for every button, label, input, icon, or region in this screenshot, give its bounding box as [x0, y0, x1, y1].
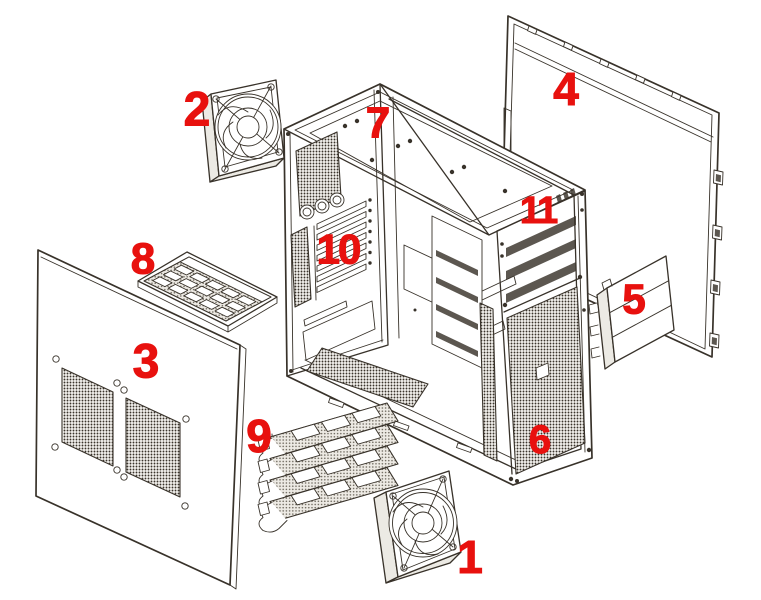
part-label-6: 6 [529, 418, 551, 462]
psu-floor-vent-mesh [306, 347, 429, 408]
fan-guard-ring [392, 492, 454, 554]
part-label-2: 2 [184, 84, 211, 137]
rear-bottom-vent-mesh [290, 226, 312, 308]
side-vent-mesh [61, 367, 114, 467]
part-label-9: 9 [246, 410, 272, 462]
psu-opening [302, 300, 376, 361]
hdd-tray-stack [257, 402, 399, 533]
drive-bay-covers [588, 255, 675, 370]
left-side-panel [35, 249, 247, 590]
fan-guard-ring [217, 96, 279, 158]
watercooling-grommets [299, 192, 345, 220]
front-panel [286, 90, 592, 483]
internal-drive-cage [431, 215, 483, 369]
part-label-10: 10 [317, 226, 360, 273]
part-label-1: 1 [457, 531, 483, 583]
top-rear-fan [201, 79, 285, 183]
case-interior [306, 215, 517, 462]
expansion-slots [313, 198, 372, 301]
part-label-8: 8 [131, 235, 155, 284]
front-column-mesh [479, 302, 498, 462]
bottom-front-fan [373, 470, 462, 584]
rear-panel [286, 83, 389, 377]
front-drive-bays [500, 216, 576, 303]
part-label-3: 3 [133, 336, 160, 389]
front-io-ports [556, 188, 576, 203]
fan-hub [411, 511, 435, 535]
part-label-11: 11 [520, 190, 558, 232]
fan-hub [236, 115, 260, 139]
pc-case-chassis [283, 83, 593, 486]
part-label-7: 7 [366, 99, 390, 148]
panel-clips [709, 169, 724, 349]
side-vent-mesh [125, 397, 181, 498]
part-labels: 1 2 3 4 5 6 7 8 9 10 11 [130, 62, 646, 583]
filter-holes [152, 264, 257, 318]
part-label-5: 5 [622, 276, 645, 323]
dust-filter [137, 251, 278, 333]
part-label-4: 4 [553, 63, 579, 115]
